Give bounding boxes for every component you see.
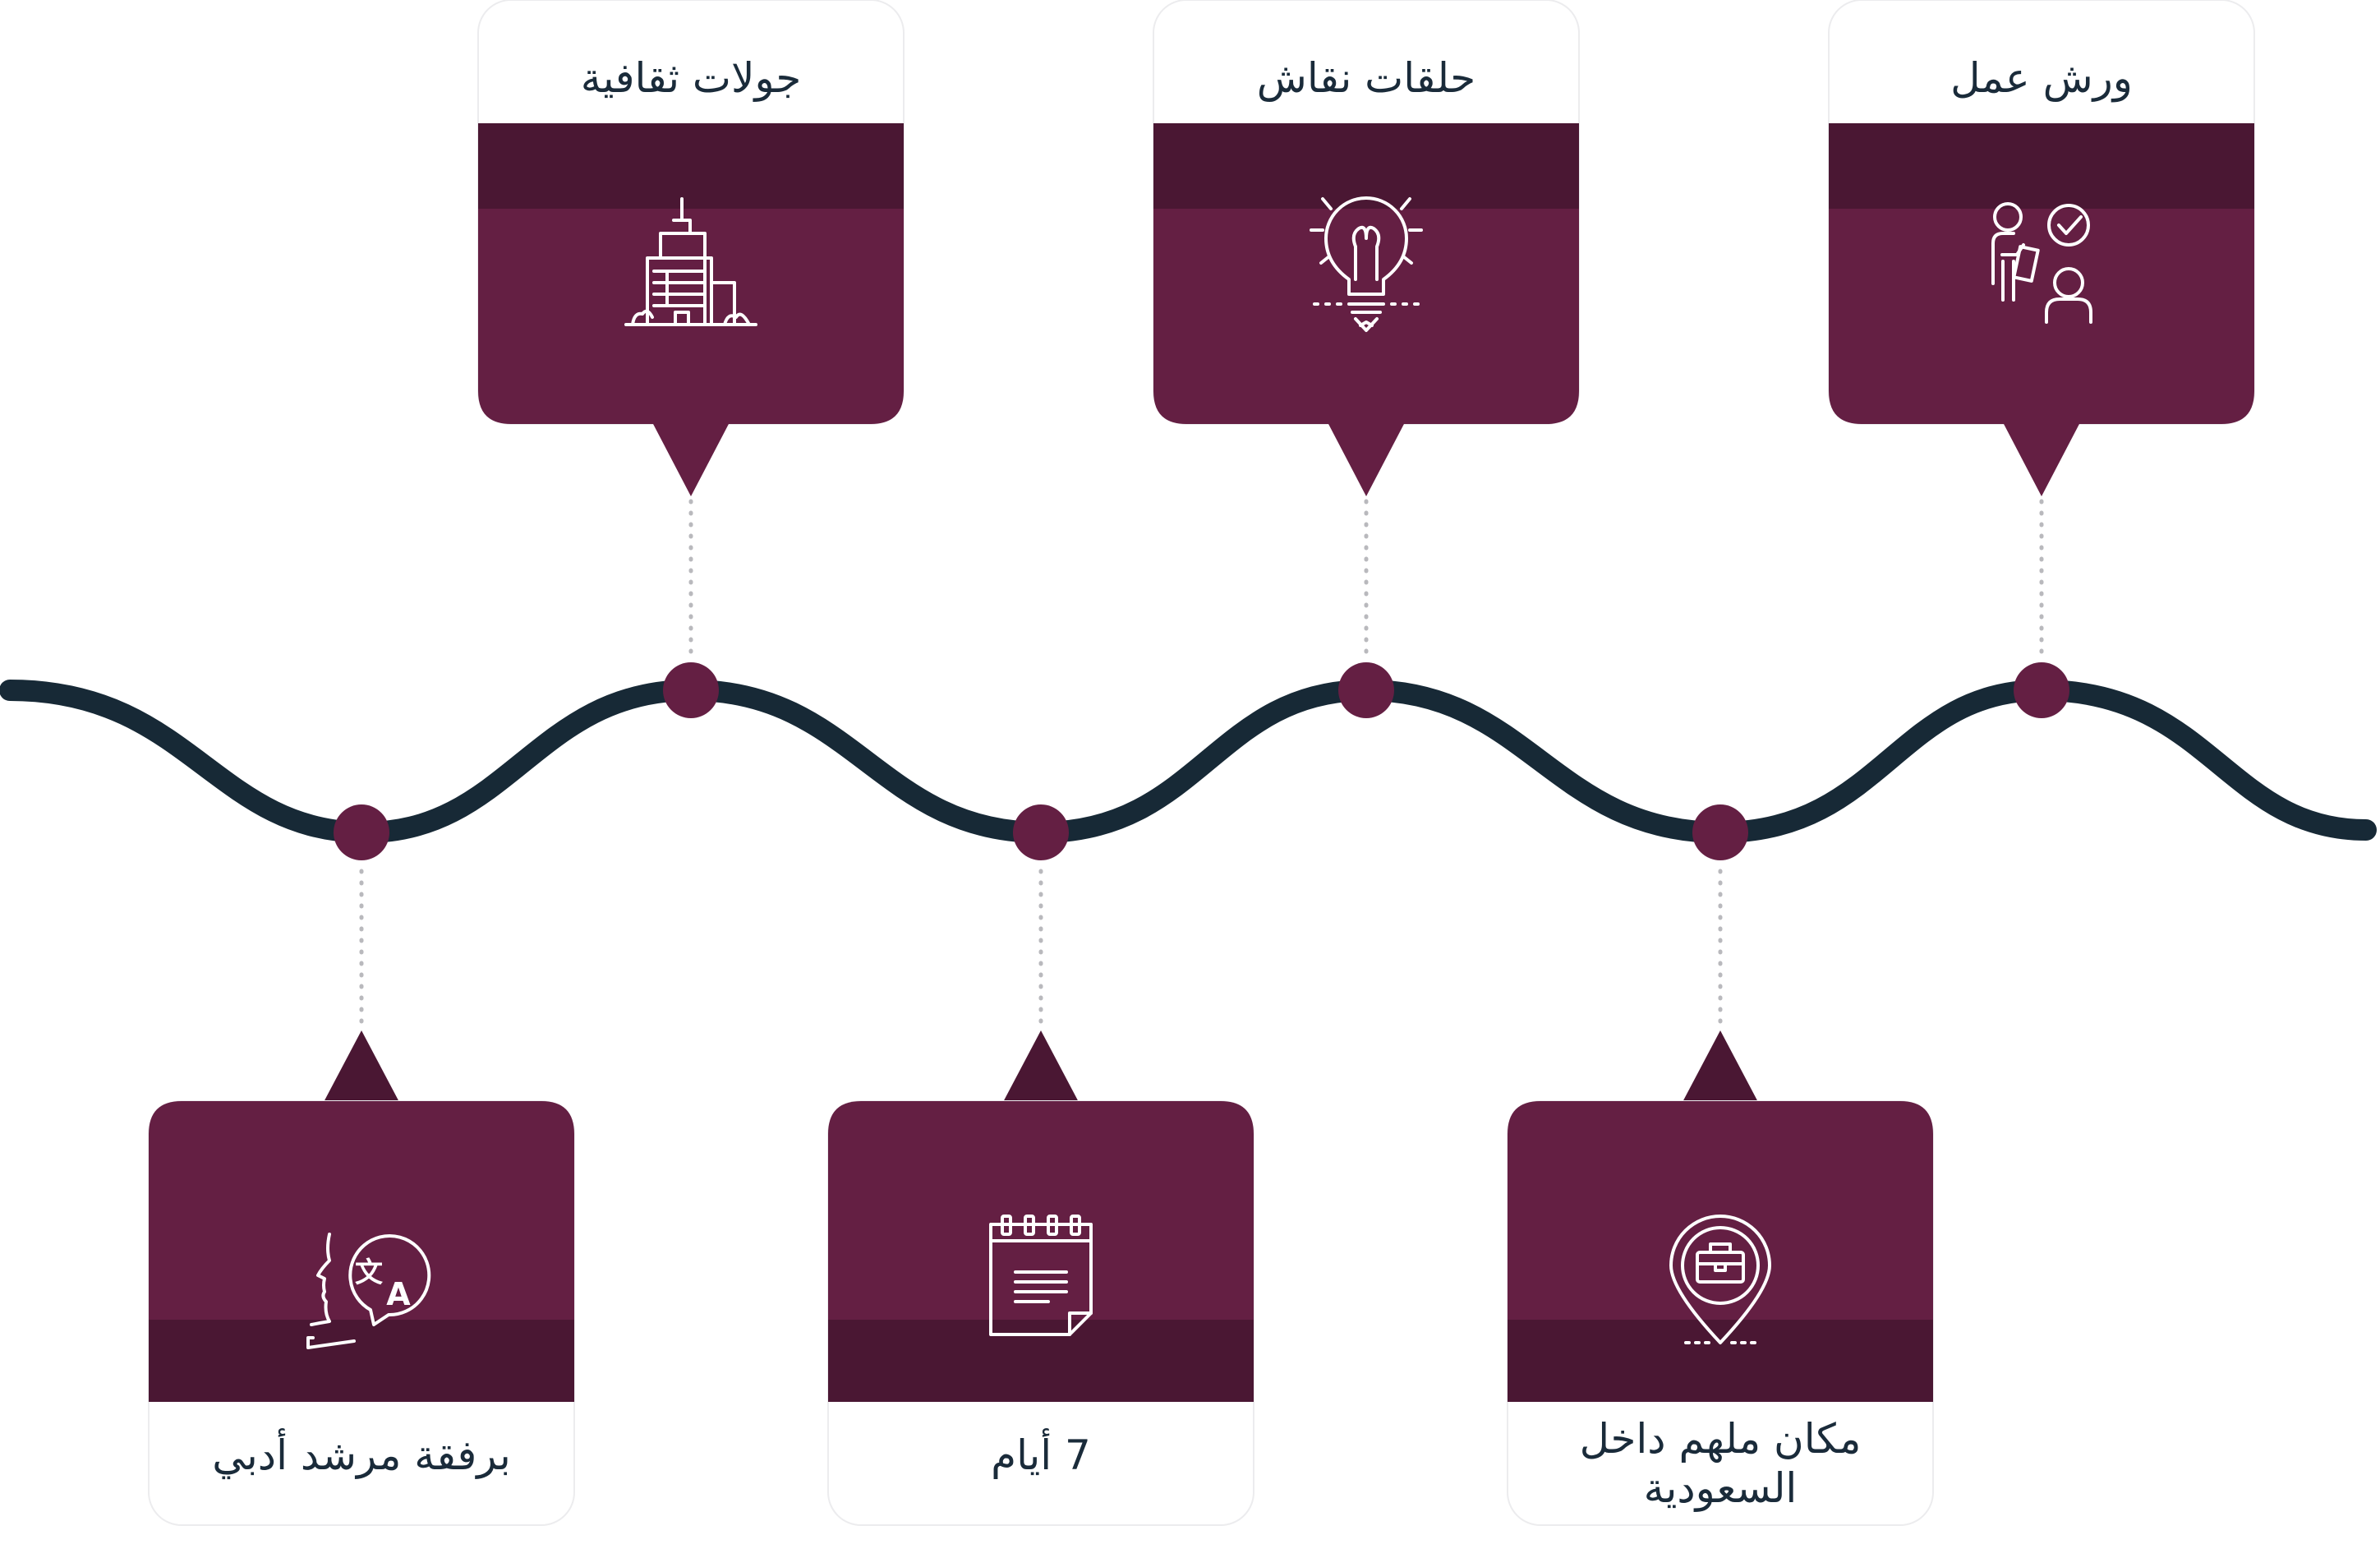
node-discussions bbox=[1338, 662, 1394, 718]
card-pointer bbox=[1682, 1030, 1759, 1104]
card-band bbox=[828, 1320, 1254, 1402]
card-discussions: حلقات نقاش bbox=[1153, 0, 1580, 496]
node-cultural-tours bbox=[663, 662, 719, 718]
workshop-people-icon bbox=[1991, 202, 2092, 324]
card-band bbox=[1829, 123, 2254, 209]
card-band bbox=[478, 123, 904, 209]
card-pointer bbox=[1002, 1030, 1080, 1104]
node-days bbox=[1013, 804, 1069, 860]
city-buildings-icon bbox=[624, 197, 757, 326]
lightbulb-idea-icon bbox=[1310, 196, 1423, 332]
card-title: ورش عمل bbox=[1950, 54, 2133, 103]
card-title-line2: السعودية bbox=[1644, 1464, 1798, 1512]
card-title: برفقة مرشد أدبي bbox=[212, 1428, 511, 1479]
translate-speech-icon: 文 A bbox=[306, 1233, 431, 1349]
card-title: مكان ملهم داخل bbox=[1580, 1415, 1862, 1464]
card-title: 7 أيام bbox=[991, 1428, 1091, 1479]
card-pointer bbox=[2003, 422, 2080, 496]
card-literary-guide: 文 A برفقة مرشد أدبي bbox=[148, 1030, 575, 1526]
card-cultural-tours: جولات ثقافية bbox=[477, 0, 905, 496]
timeline-nodes bbox=[334, 662, 2069, 860]
card-workshops: ورش عمل bbox=[1828, 0, 2255, 496]
card-band bbox=[149, 1320, 574, 1402]
timeline-wave bbox=[0, 679, 2377, 844]
connectors bbox=[359, 499, 2044, 1026]
node-guide bbox=[334, 804, 389, 860]
node-location bbox=[1692, 804, 1748, 860]
card-title: جولات ثقافية bbox=[581, 54, 801, 102]
card-title: حلقات نقاش bbox=[1257, 54, 1475, 102]
card-location: مكان ملهم داخل السعودية bbox=[1507, 1030, 1934, 1526]
card-pointer bbox=[652, 422, 730, 496]
translate-glyph-right: A bbox=[386, 1276, 411, 1312]
card-days: 7 أيام bbox=[827, 1030, 1254, 1526]
location-briefcase-icon bbox=[1669, 1215, 1771, 1344]
card-pointer bbox=[323, 1030, 400, 1104]
card-pointer bbox=[1328, 422, 1405, 496]
node-workshops bbox=[2014, 662, 2069, 718]
card-band bbox=[1508, 1320, 1933, 1402]
translate-glyph-left: 文 bbox=[355, 1256, 383, 1289]
card-band bbox=[1153, 123, 1579, 209]
notepad-calendar-icon bbox=[989, 1215, 1093, 1336]
